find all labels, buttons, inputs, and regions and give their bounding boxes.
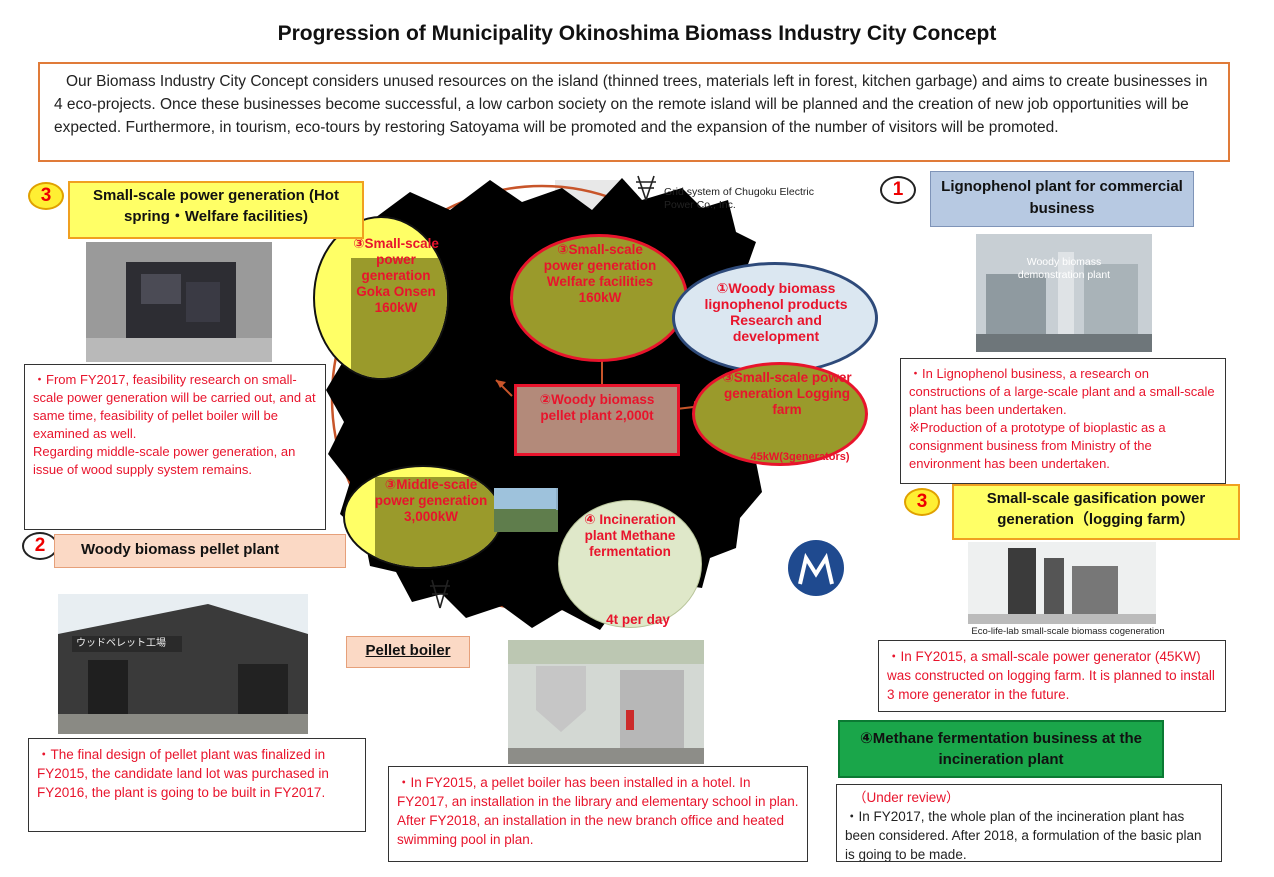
note-pellet-plant: ・The final design of pellet plant was fi… — [28, 738, 366, 832]
node-goka-onsen — [313, 216, 449, 380]
node-welfare-label: ③Small-scale power generation Welfare fa… — [543, 242, 657, 305]
label-methane: ④Methane fermentation business at the in… — [838, 720, 1164, 778]
node-logging-farm — [692, 362, 868, 466]
pellet-plant-photo — [58, 594, 308, 734]
label-pellet-boiler: Pellet boiler — [346, 636, 470, 668]
badge-two: 2 — [22, 532, 58, 560]
node-incineration — [558, 500, 702, 628]
power-plant-photo — [494, 488, 556, 532]
pellet-plant-sign: ウッドペレット工場 — [72, 636, 182, 652]
node-incineration-sublabel: 4t per day — [606, 612, 670, 627]
node-pellet-plant — [514, 384, 680, 456]
pellet-boiler-photo — [508, 640, 704, 764]
note-pellet-boiler-text: ・In FY2015, a pellet boiler has been ins… — [397, 775, 799, 847]
page-title: Progression of Municipality Okinoshima B… — [277, 22, 997, 45]
arrow-left-head — [496, 380, 506, 388]
grid-system-caption: Grid system of Chugoku Electric Power Co… — [664, 186, 814, 211]
note-lignophenol-text: ・In Lignophenol business, a research on … — [909, 366, 1215, 471]
generator-photo — [86, 242, 272, 362]
badge-three-right: 3 — [904, 488, 940, 516]
transmission-tower-icon — [636, 175, 656, 201]
note-gasification: ・In FY2015, a small-scale power generato… — [878, 640, 1226, 712]
cogeneration-caption: Eco-life-lab small-scale biomass cogener… — [971, 626, 1165, 637]
utility-logo-icon — [788, 540, 844, 596]
node-welfare — [510, 234, 688, 362]
note-methane-status: （Under review） — [853, 790, 960, 805]
note-methane-text: ・In FY2017, the whole plan of the incine… — [845, 809, 1202, 862]
label-small-power: Small-scale power generation (Hot spring… — [68, 181, 364, 239]
note-small-power-text: ・From FY2017, feasibility research on sm… — [33, 372, 316, 477]
note-lignophenol: ・In Lignophenol business, a research on … — [900, 358, 1226, 484]
node-incineration-label: ④ Incineration plant Methane fermentatio… — [584, 512, 676, 559]
node-lignophenol-label: ①Woody biomass lignophenol products Rese… — [704, 280, 848, 344]
note-pellet-boiler: ・In FY2015, a pellet boiler has been ins… — [388, 766, 808, 862]
label-lignophenol: Lignophenol plant for commercial busines… — [930, 171, 1194, 227]
node-pellet-label: ②Woody biomass pellet plant 2,000t — [539, 392, 655, 423]
node-logging-sublabel: 45kW(3generators) — [750, 451, 850, 463]
note-methane: （Under review） ・In FY2017, the whole pla… — [836, 784, 1222, 862]
node-middle-label: ③Middle-scale power generation 3,000kW — [374, 477, 488, 524]
badge-one: 1 — [880, 176, 916, 204]
note-pellet-plant-text: ・The final design of pellet plant was fi… — [37, 747, 329, 800]
node-goka-label: ③Small-scale power generation Goka Onsen… — [353, 236, 439, 315]
cogeneration-photo — [968, 542, 1156, 624]
transmission-tower-icon — [430, 579, 450, 609]
label-pellet-plant: Woody biomass pellet plant — [54, 534, 346, 568]
note-gasification-text: ・In FY2015, a small-scale power generato… — [887, 649, 1215, 702]
intro-text: Our Biomass Industry City Concept consid… — [38, 62, 1230, 162]
note-small-power: ・From FY2017, feasibility research on sm… — [24, 364, 326, 530]
node-logging-label: ③Small-scale power generation Logging fa… — [722, 370, 852, 417]
label-gasification: Small-scale gasification power generatio… — [952, 484, 1240, 540]
lignophenol-plant-photo — [976, 234, 1152, 352]
lignophenol-photo-caption: Woody biomass demonstration plant — [1017, 256, 1111, 281]
label-pellet-boiler-text: Pellet boiler — [365, 642, 451, 659]
node-middle-scale — [343, 465, 503, 569]
badge-three-left: 3 — [28, 182, 64, 210]
